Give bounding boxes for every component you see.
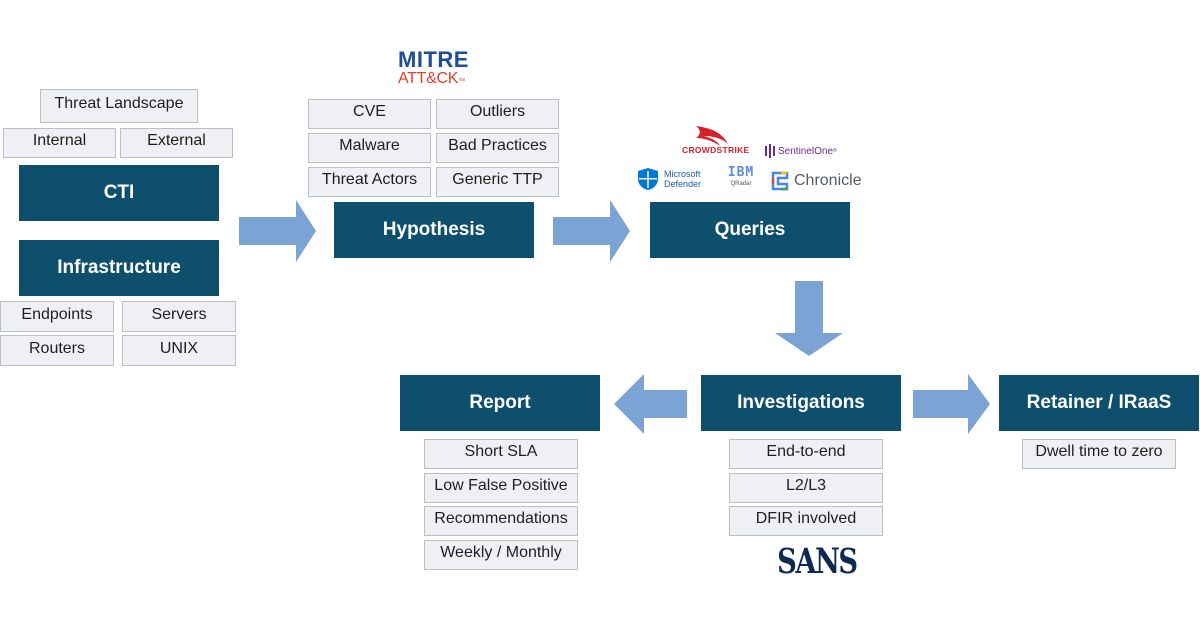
tag-dfir-involved: DFIR involved xyxy=(729,506,883,536)
ibm-qradar-logo: IBM QRadar xyxy=(724,166,758,189)
tag-weekly-monthly: Weekly / Monthly xyxy=(424,540,578,570)
mitre-attack-logo: MITRE ATT&CK™ xyxy=(398,47,478,91)
report-box: Report xyxy=(400,375,600,431)
queries-box: Queries xyxy=(650,202,850,258)
sans-logo: SANS xyxy=(766,542,858,582)
tag-end-to-end: End-to-end xyxy=(729,439,883,469)
sentinelone-tm: ® xyxy=(833,148,837,154)
crowdstrike-logo: CROWDSTRIKE xyxy=(678,124,756,158)
retainer-box: Retainer / IRaaS xyxy=(999,375,1199,431)
tag-endpoints: Endpoints xyxy=(0,301,114,332)
cti-box: CTI xyxy=(19,165,219,221)
tag-recommendations: Recommendations xyxy=(424,506,578,536)
tag-short-sla: Short SLA xyxy=(424,439,578,469)
tag-unix: UNIX xyxy=(122,335,236,366)
arrow-to-investigations xyxy=(775,281,843,356)
sentinelone-logo: SentinelOne® xyxy=(764,143,837,159)
tag-bad-practices: Bad Practices xyxy=(436,133,559,163)
mitre-logo-tm: ™ xyxy=(458,78,466,85)
arrow-to-report xyxy=(614,374,687,434)
tag-low-false-positive: Low False Positive xyxy=(424,473,578,503)
arrow-to-hypothesis xyxy=(239,200,316,262)
hypothesis-box: Hypothesis xyxy=(334,202,534,258)
tag-routers: Routers xyxy=(0,335,114,366)
tag-threat-actors: Threat Actors xyxy=(308,167,431,197)
sentinelone-icon xyxy=(765,144,775,158)
arrow-to-queries xyxy=(553,200,630,262)
infrastructure-box: Infrastructure xyxy=(19,240,219,296)
defender-shield-icon xyxy=(638,168,658,190)
mitre-logo-line2: ATT&CK xyxy=(398,70,459,87)
sentinelone-wordmark: SentinelOne xyxy=(778,145,834,157)
chronicle-wordmark: Chronicle xyxy=(794,172,862,189)
arrow-to-retainer xyxy=(913,374,990,434)
crowdstrike-wordmark: CROWDSTRIKE xyxy=(682,145,750,155)
defender-wordmark: Defender xyxy=(664,179,702,189)
tag-dwell-time-to-zero: Dwell time to zero xyxy=(1022,439,1176,469)
ibm-wordmark: IBM xyxy=(727,165,755,180)
chronicle-logo: Chronicle xyxy=(770,169,862,193)
investigations-box: Investigations xyxy=(701,375,901,431)
sans-wordmark: SANS xyxy=(777,541,858,582)
tag-l2-l3: L2/L3 xyxy=(729,473,883,503)
tag-malware: Malware xyxy=(308,133,431,163)
tag-internal: Internal xyxy=(3,128,116,158)
tag-servers: Servers xyxy=(122,301,236,332)
tag-generic-ttp: Generic TTP xyxy=(436,167,559,197)
tag-threat-landscape: Threat Landscape xyxy=(40,89,198,123)
falcon-icon xyxy=(696,126,728,146)
microsoft-defender-logo: Microsoft Defender xyxy=(637,166,701,192)
chronicle-icon xyxy=(771,171,789,191)
microsoft-wordmark: Microsoft xyxy=(664,169,701,179)
tag-external: External xyxy=(120,128,233,158)
tag-cve: CVE xyxy=(308,99,431,129)
qradar-wordmark: QRadar xyxy=(730,181,752,187)
tag-outliers: Outliers xyxy=(436,99,559,129)
mitre-logo-line1: MITRE xyxy=(398,47,469,72)
